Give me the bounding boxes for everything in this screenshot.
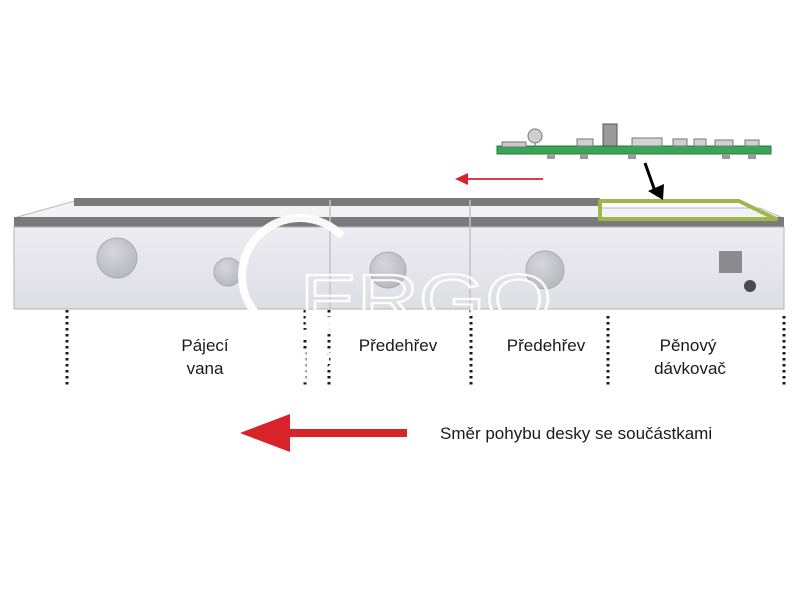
zone-label-preheat-2: Předehřev [507, 336, 586, 355]
component-lead [580, 154, 588, 159]
component-lead [748, 154, 756, 159]
indicator-knob [744, 280, 756, 292]
zone-label-preheat-1: Předehřev [359, 336, 438, 355]
component-radial [527, 128, 543, 144]
port-circle [525, 250, 565, 290]
component-ic [631, 137, 663, 147]
component-chip [693, 138, 707, 147]
zone-labels: Pájecí vana Předehřev Předehřev Pěnový d… [181, 336, 726, 378]
component-chip [672, 138, 688, 147]
watermark: ERGO PLAN [238, 214, 553, 392]
port-circle [369, 251, 407, 289]
zone-label-soldering-line2: vana [187, 359, 224, 378]
direction-caption: Směr pohybu desky se součástkami [440, 424, 712, 443]
component-chip [714, 139, 734, 147]
machine-body [13, 198, 785, 310]
direction-arrow [240, 414, 407, 452]
watermark-line1: ERGO [300, 260, 552, 338]
zone-label-fluxer-line1: Pěnový [660, 336, 717, 355]
component-lead [722, 154, 730, 159]
component-chip [501, 141, 527, 148]
pointer-arrow [643, 162, 664, 200]
small-direction-arrow [455, 173, 543, 185]
watermark-logo-ring [238, 214, 345, 338]
component-capacitor [602, 123, 618, 147]
component-chip [576, 138, 594, 147]
zone-label-fluxer-line2: dávkovač [654, 359, 726, 378]
fluxer-pad-outline [598, 199, 778, 221]
port-circle [213, 257, 243, 287]
component-lead [547, 154, 555, 159]
watermark-line2: PLAN [300, 342, 440, 391]
pcb-substrate [496, 145, 772, 155]
machine-back-rail [74, 198, 600, 206]
machine-front-rail [14, 217, 784, 227]
port-circle [96, 237, 138, 279]
control-box [719, 251, 742, 273]
component-chip [744, 139, 760, 147]
zone-label-soldering-line1: Pájecí [181, 336, 229, 355]
component-lead [628, 154, 636, 159]
pcb-board [496, 123, 772, 159]
